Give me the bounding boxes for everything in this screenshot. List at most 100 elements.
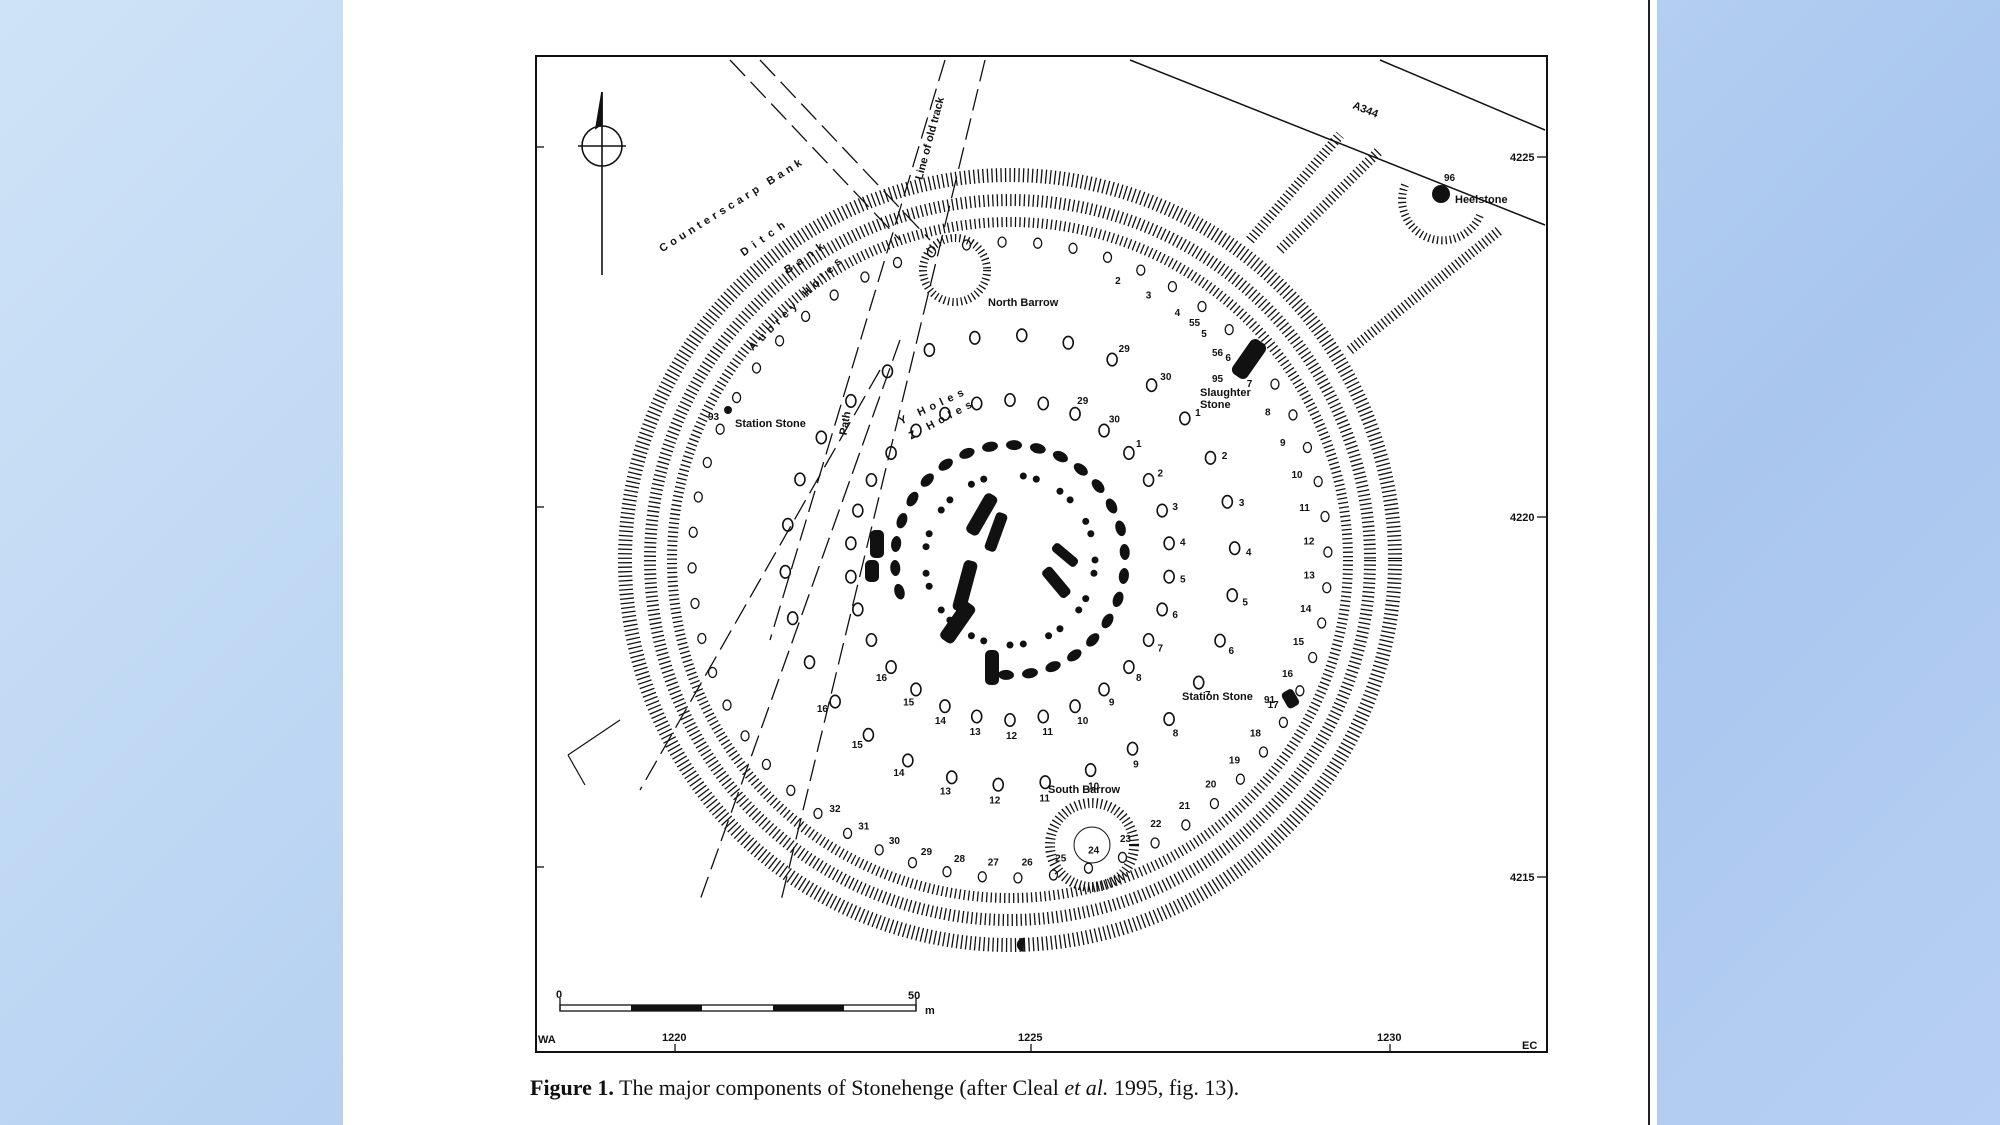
aubrey-hole [1033, 237, 1043, 249]
road-a344 [1129, 59, 1546, 226]
aubrey-number: 14 [1300, 604, 1312, 615]
caption-label: Figure 1. [530, 1075, 614, 1100]
bluestone [1019, 640, 1027, 648]
figure-caption: Figure 1. The major components of Stoneh… [530, 1075, 1239, 1101]
scale-start: 0 [556, 989, 562, 1001]
sarsen-stone [891, 536, 902, 552]
aubrey-hole [1150, 837, 1160, 849]
bluestone [1091, 556, 1099, 564]
aubrey-hole [1117, 851, 1128, 864]
sarsen-stone [1115, 520, 1126, 537]
y-hole-hole [1145, 378, 1158, 393]
sarsen-stone [1052, 450, 1068, 463]
aubrey-hole [1235, 773, 1246, 785]
aubrey-hole [687, 562, 697, 574]
sarsen-stone [896, 512, 908, 529]
y-hole-hole [1221, 494, 1234, 509]
y-hole-hole [923, 342, 936, 357]
scale-end: 50 [908, 990, 920, 1002]
north-barrow [919, 234, 991, 306]
y-hole-number: 9 [1133, 760, 1139, 771]
z-hole-hole [1069, 699, 1081, 714]
bluestone [1032, 475, 1040, 483]
sarsen-stone [1119, 543, 1130, 560]
y-hole-hole [1228, 541, 1241, 556]
road-label: A344 [1351, 100, 1381, 121]
sarsen-stone [1067, 649, 1082, 662]
sarsen-stone [982, 441, 998, 452]
z-hole-hole [910, 682, 922, 697]
bluestone [937, 606, 945, 614]
aubrey-hole [1197, 300, 1207, 313]
aubrey-hole [1323, 546, 1333, 558]
z-hole-hole [1142, 632, 1155, 648]
aubrey-number: 23 [1120, 834, 1132, 845]
y-hole-number: 7 [1205, 690, 1211, 701]
aubrey-hole [829, 289, 839, 301]
aubrey-number: 26 [1022, 857, 1034, 868]
aubrey-number: 2 [1115, 276, 1121, 287]
earthwork-rings [618, 168, 1402, 952]
station-stone-east-label: Station Stone [1182, 691, 1253, 703]
slaughter-label-2: Stone [1200, 399, 1231, 411]
aubrey-number: 18 [1250, 729, 1262, 740]
aubrey-hole [715, 423, 725, 435]
y-hole-hole [845, 393, 857, 408]
z-hole-hole [1004, 392, 1016, 408]
z-hole-hole [885, 660, 897, 675]
aubrey-holes: 2345678910111213141516171819202122232425… [687, 236, 1333, 884]
z-hole-hole [1156, 503, 1168, 518]
bluestone [1087, 530, 1095, 538]
aubrey-hole [1181, 819, 1191, 831]
z-hole-number: 8 [1136, 673, 1142, 684]
sarsen-stone [1045, 661, 1061, 673]
z-hole-hole [885, 445, 897, 460]
y-hole-number: 15 [852, 740, 864, 751]
bluestone [980, 475, 988, 483]
aubrey-hole [942, 866, 952, 878]
path-label: Path [838, 410, 854, 436]
y-hole-hole [1214, 633, 1226, 648]
aubrey-number: 6 [1225, 353, 1231, 364]
aubrey-number: 15 [1293, 637, 1305, 648]
stone-93: 93 [708, 412, 720, 423]
bluestone [980, 637, 988, 645]
sarsen-stone [997, 669, 1014, 680]
bluestone [1082, 595, 1090, 603]
aubrey-hole [1278, 716, 1289, 729]
z-hole-hole [852, 503, 864, 518]
sarsen-stone [1006, 440, 1023, 451]
aubrey-hole [786, 784, 796, 797]
grid-label-1225: 1225 [1018, 1032, 1042, 1044]
y-hole-hole [1062, 335, 1075, 350]
stone-95: 95 [1212, 374, 1224, 385]
y-hole-number: 5 [1242, 598, 1248, 609]
sarsen-stone [1091, 479, 1105, 493]
z-hole-number: 14 [935, 716, 947, 727]
scale-unit: m [925, 1005, 935, 1017]
grid-label-1220: 1220 [662, 1032, 686, 1044]
aubrey-hole [740, 730, 750, 742]
aubrey-number: 21 [1179, 801, 1191, 812]
bluestone [1090, 569, 1098, 577]
aubrey-hole [1013, 872, 1023, 884]
z-hole-hole [865, 472, 878, 488]
z-hole-hole [1037, 396, 1050, 411]
caption-italic: et al. [1064, 1075, 1109, 1100]
sarsen-stone [1073, 463, 1088, 476]
y-hole-hole [786, 611, 799, 626]
y-hole-hole [945, 770, 958, 785]
aubrey-number: 12 [1303, 536, 1315, 547]
sarsen-stone [1022, 668, 1038, 679]
z-hole-number: 9 [1109, 698, 1115, 709]
heelstone [1398, 183, 1484, 245]
aubrey-hole [1136, 264, 1146, 276]
aubrey-hole [1258, 746, 1269, 758]
y-hole-number: 10 [1088, 782, 1100, 793]
aubrey-hole [842, 827, 853, 840]
aubrey-hole [907, 857, 918, 869]
z-hole-hole [1123, 660, 1135, 675]
stone-55: 55 [1189, 318, 1201, 329]
